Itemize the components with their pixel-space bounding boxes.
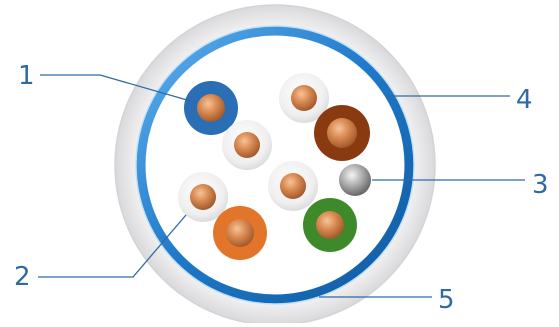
shield-ring — [136, 26, 414, 304]
callout-label-3: 3 — [532, 170, 549, 200]
inner-core-area — [146, 36, 404, 294]
conductor-white-left — [178, 172, 228, 222]
conductor-green — [303, 198, 357, 252]
conductor-blue — [184, 81, 238, 135]
conductor-white-top — [279, 73, 329, 123]
leader-line-1 — [40, 74, 195, 103]
callout-label-5: 5 — [438, 285, 455, 315]
conductor-brown — [314, 105, 370, 161]
callout-label-2: 2 — [14, 262, 31, 292]
callout-label-1: 1 — [18, 61, 35, 91]
drain-wire — [339, 164, 371, 196]
leader-line-2 — [38, 214, 187, 278]
conductor-white-mid — [268, 161, 318, 211]
conductor-white-center — [222, 120, 272, 170]
callout-label-4: 4 — [516, 85, 533, 115]
conductor-orange — [213, 206, 267, 260]
